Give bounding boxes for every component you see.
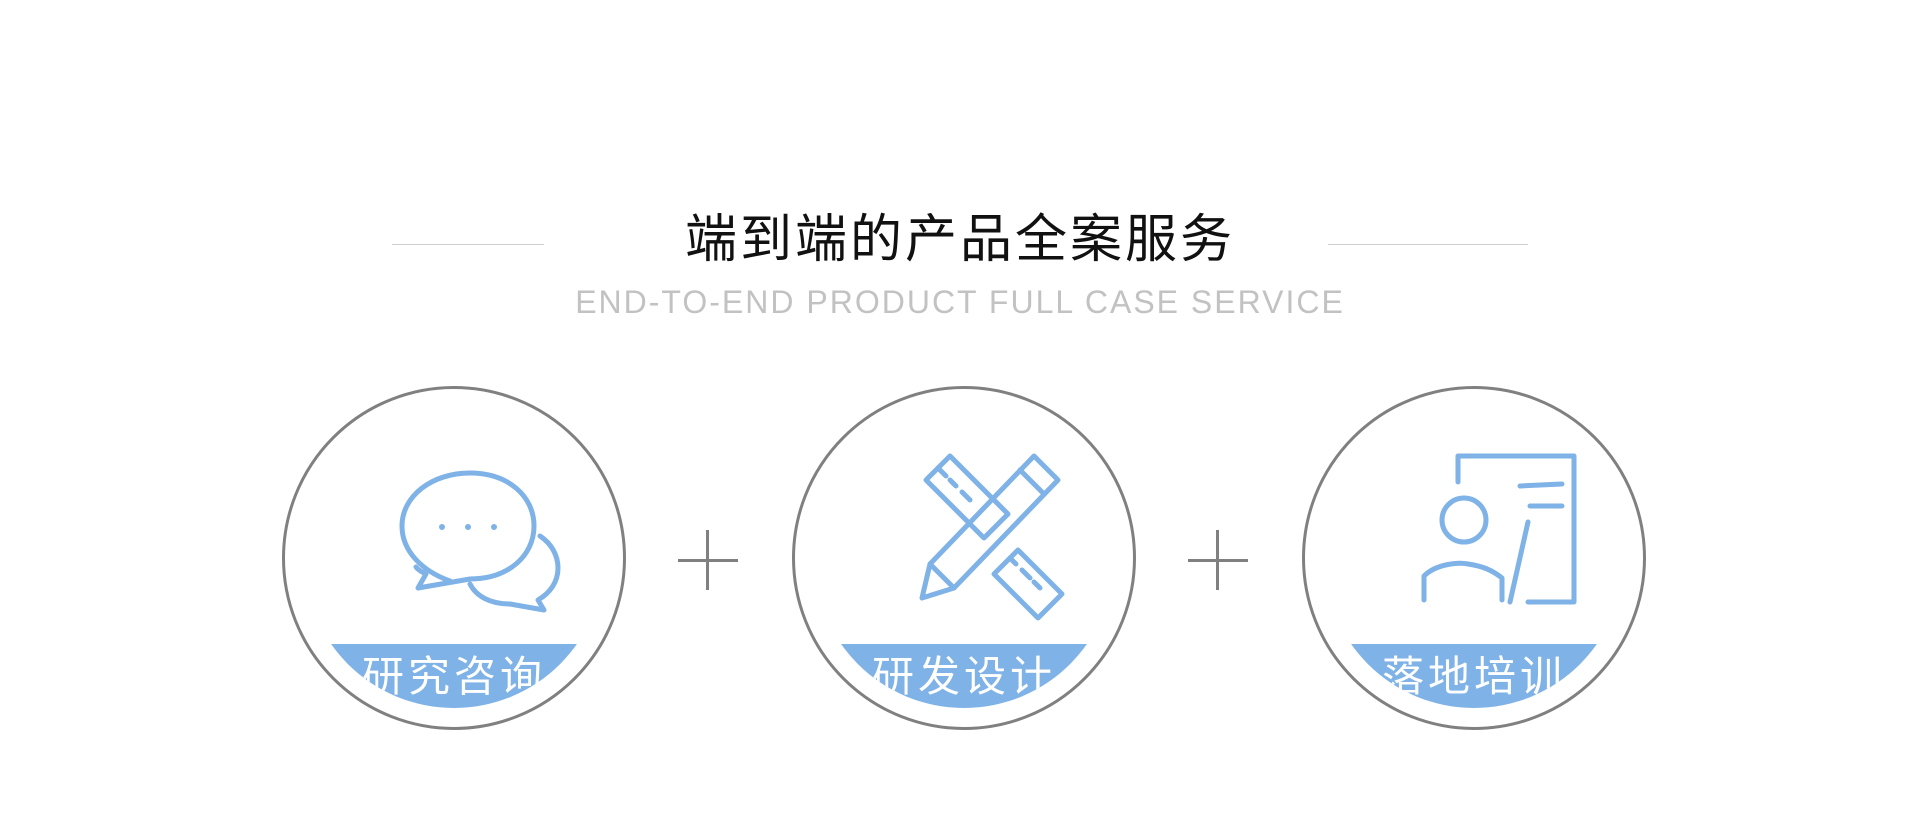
service-label-band (304, 644, 604, 708)
presenter-board-icon (1421, 453, 1577, 605)
service-card-inner: 研发设计 (814, 408, 1114, 708)
title-left-rule (392, 244, 544, 245)
page-subtitle: END-TO-END PRODUCT FULL CASE SERVICE (575, 284, 1345, 320)
plus-vertical (706, 530, 709, 590)
service-card-training: 落地培训 (1302, 386, 1646, 730)
title-right-rule (1328, 244, 1528, 245)
service-card-design: 研发设计 (792, 386, 1136, 730)
service-label: 落地培训 (1381, 652, 1566, 701)
service-card-research: 研究咨询 (282, 386, 626, 730)
plus-icon (1188, 530, 1248, 590)
service-label: 研究咨询 (361, 652, 546, 701)
title-row: 端到端的产品全案服务 (0, 205, 1920, 275)
page-title: 端到端的产品全案服务 (684, 210, 1235, 270)
service-card-inner: 研究咨询 (304, 408, 604, 708)
chat-bubbles-icon (399, 470, 561, 613)
service-label-band (1324, 644, 1624, 708)
plus-icon (678, 530, 738, 590)
ruler-pencil-icon (919, 453, 1065, 621)
plus-vertical (1216, 530, 1219, 590)
service-label-band (814, 644, 1114, 708)
service-label: 研发设计 (871, 652, 1056, 701)
service-card-inner: 落地培训 (1324, 408, 1624, 708)
